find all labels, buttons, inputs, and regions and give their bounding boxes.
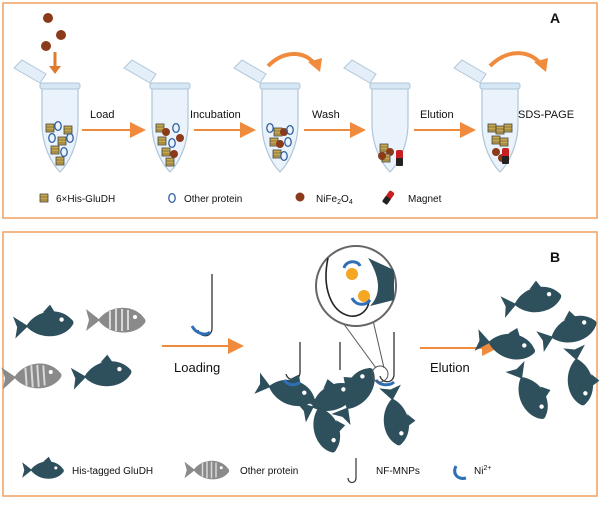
magnet-icon	[396, 150, 403, 166]
tube-icon	[123, 59, 191, 173]
step-incubation: Incubation	[190, 109, 241, 121]
falling-nanoparticles	[41, 13, 66, 74]
panel-a-letter: A	[550, 10, 560, 26]
legend-his-tagged: His-tagged GluDH	[72, 466, 153, 477]
hook-icon	[190, 274, 213, 337]
magnifier-icon	[315, 245, 397, 383]
hook-icon	[347, 458, 357, 484]
nanoparticle-icon	[56, 30, 66, 40]
legend-nf-mnps: NF-MNPs	[376, 466, 420, 477]
pour-arrowhead-icon	[534, 58, 548, 72]
legend-other-protein-b: Other protein	[240, 466, 298, 477]
ni-ion-icon	[453, 465, 467, 480]
nanoparticle-icon	[295, 192, 305, 202]
magnet-icon	[382, 190, 395, 205]
step-elution: Elution	[420, 109, 454, 121]
nanoparticle-icon	[41, 41, 51, 51]
panel-a-legend: 6×His-GluDH Other protein NiFe2O4 Magnet	[39, 190, 442, 206]
nanoparticle-icon	[43, 13, 53, 23]
down-arrow-head-icon	[49, 66, 61, 74]
hook-icon	[379, 332, 395, 383]
legend-ni2: Ni2+	[474, 465, 491, 477]
tube-icon	[343, 59, 411, 173]
step-load: Load	[90, 109, 114, 121]
step-wash: Wash	[312, 109, 340, 121]
tube-icon	[233, 59, 301, 173]
panel-b-legend: His-tagged GluDH Other protein NF-MNPs N…	[22, 456, 491, 484]
step-loading: Loading	[174, 360, 220, 375]
step-sds-page: SDS-PAGE	[518, 109, 574, 121]
legend-his-gludh: 6×His-GluDH	[56, 194, 115, 205]
magnet-icon	[502, 148, 509, 164]
legend-other-protein: Other protein	[184, 194, 242, 205]
pour-arrowhead-icon	[308, 58, 322, 72]
panel-b-letter: B	[550, 249, 560, 265]
his-gludh-icon	[39, 193, 49, 203]
legend-nife2o4: NiFe2O4	[316, 194, 353, 206]
legend-magnet: Magnet	[408, 194, 442, 205]
step-elution-b: Elution	[430, 360, 470, 375]
